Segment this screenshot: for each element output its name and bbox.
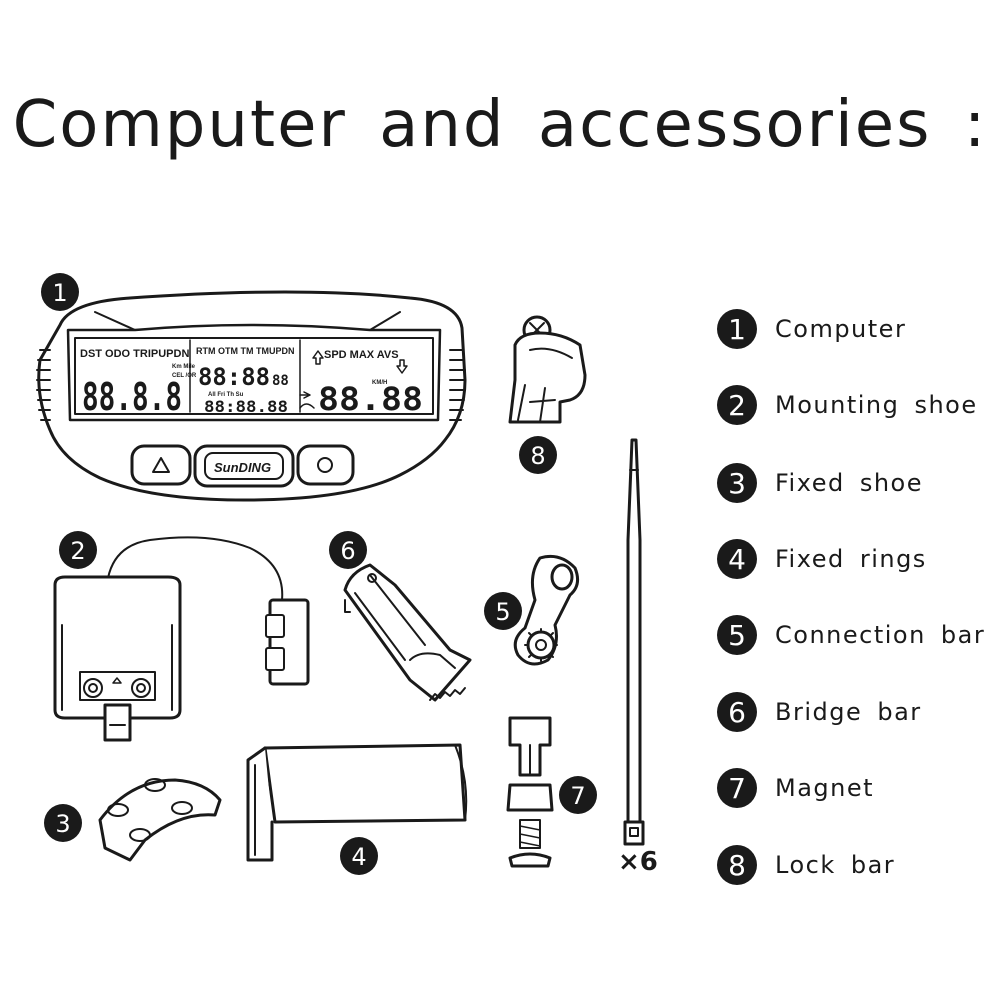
legend-item-lock-bar: 8 Lock bar (717, 845, 895, 885)
arrow-down-icon (396, 359, 408, 374)
wrench-icon (299, 391, 311, 399)
legend-item-fixed-shoe: 3 Fixed shoe (717, 463, 923, 503)
zip-tie-illustration (623, 438, 645, 846)
callout-1-badge (41, 273, 79, 311)
legend-item-magnet: 7 Magnet (717, 768, 874, 808)
legend-badge: 6 (717, 692, 757, 732)
lcd-right-header: SPD MAX AVS (324, 349, 399, 361)
legend-label: Bridge bar (775, 698, 922, 726)
legend-badge: 4 (717, 539, 757, 579)
page-title: Computer and accessories : (12, 88, 988, 162)
fixed-rings-illustration (246, 743, 468, 862)
legend-label: Computer (775, 315, 907, 343)
bridge-bar-illustration (343, 563, 472, 702)
legend-badge: 5 (717, 615, 757, 655)
lcd-mid-digits: 88:88 (198, 363, 270, 391)
callout-4-badge (340, 837, 378, 875)
lcd-mid-small-digits: 88 (272, 373, 289, 389)
zip-tie-quantity: ×6 (618, 847, 658, 877)
lcd-left-header: DST ODO TRIPUPDN (80, 348, 189, 360)
legend-label: Lock bar (775, 851, 896, 879)
lcd-mid-header: RTM OTM TM TMUPDN (196, 346, 294, 356)
legend-badge: 8 (717, 845, 757, 885)
legend-label: Fixed shoe (775, 469, 923, 497)
callout-6-number: 6 (340, 537, 355, 565)
connection-bar-illustration (513, 554, 580, 666)
computer-illustration (36, 290, 467, 502)
legend-item-fixed-rings: 4 Fixed rings (717, 539, 927, 579)
callout-1-number: 1 (52, 279, 67, 307)
callout-3-number: 3 (55, 810, 70, 838)
lcd-units-top: Km Mile (172, 364, 196, 370)
callout-8-badge (519, 436, 557, 474)
callout-2-number: 2 (70, 537, 85, 565)
mounting-shoe-illustration (53, 536, 310, 742)
callout-4-number: 4 (351, 843, 366, 871)
legend-badge: 1 (717, 309, 757, 349)
callout-5-badge (484, 592, 522, 630)
lcd-right-digits: 88.88 (318, 380, 423, 418)
callout-2-badge (59, 531, 97, 569)
legend-label: Connection bar (775, 621, 986, 649)
legend-label: Magnet (775, 774, 875, 802)
fixed-shoe-illustration (98, 778, 222, 862)
legend-badge: 7 (717, 768, 757, 808)
legend-label: Mounting shoe (775, 391, 978, 419)
callout-5-number: 5 (495, 598, 510, 626)
lcd-days: All Fri Th Su (208, 392, 244, 398)
legend-badge: 3 (717, 463, 757, 503)
callout-8-number: 8 (530, 442, 545, 470)
legend-item-computer: 1 Computer (717, 309, 906, 349)
lcd-speed-unit: KM/H (372, 380, 387, 386)
legend-badge: 2 (717, 385, 757, 425)
callout-6-badge (329, 531, 367, 569)
magnet-illustration (506, 716, 554, 868)
legend-item-connection-bar: 5 Connection bar (717, 615, 985, 655)
lcd-mid-bottom-digits: 88:88.88 (204, 397, 288, 416)
pulse-icon (299, 403, 315, 409)
legend-item-mounting-shoe: 2 Mounting shoe (717, 385, 978, 425)
lock-bar-illustration (508, 315, 587, 424)
legend-label: Fixed rings (775, 545, 927, 573)
brand-logo: SunDING (214, 460, 271, 475)
legend-item-bridge-bar: 6 Bridge bar (717, 692, 922, 732)
lcd-units-bottom: CEL /OR (172, 373, 197, 379)
arrow-up-icon (312, 350, 324, 365)
callout-3-badge (44, 804, 82, 842)
callout-7-badge (559, 776, 597, 814)
lcd-left-digits: 88.8.8 (82, 375, 182, 419)
callout-7-number: 7 (570, 782, 585, 810)
